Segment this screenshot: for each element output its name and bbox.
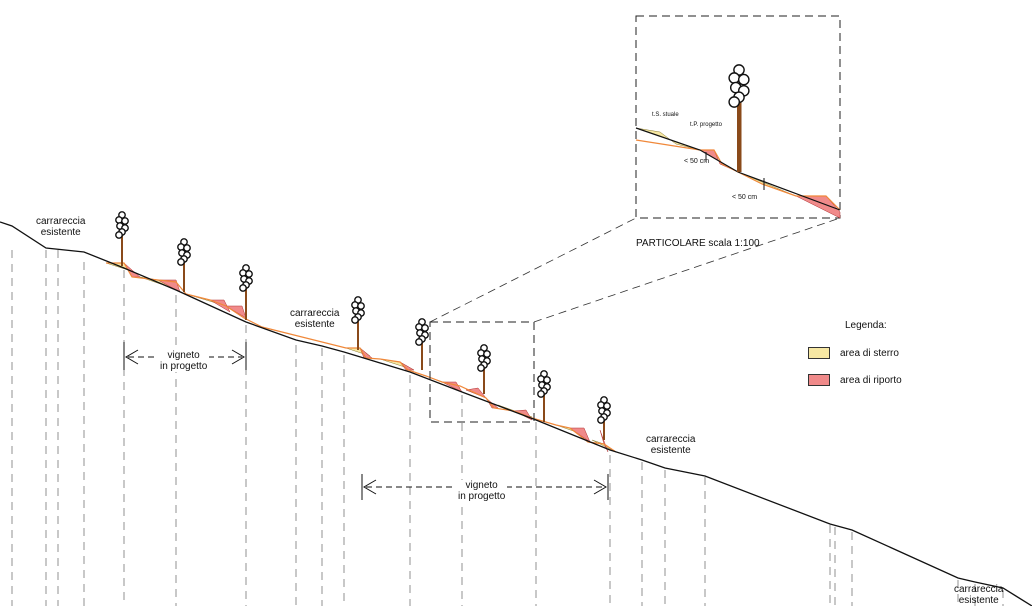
- vine-plant-6: [477, 344, 491, 394]
- dimension-vigneto-2: [361, 474, 609, 500]
- legend-title: Legenda:: [845, 320, 887, 331]
- vine-plant-9: [728, 64, 750, 172]
- vine-plant-2: [177, 238, 191, 292]
- vine-plant-5: [415, 318, 429, 370]
- legend-label-sterro: area di sterro: [840, 347, 899, 359]
- detail-frame-small: [429, 321, 535, 423]
- vertical-reference-lines: [11, 250, 1004, 606]
- vine-plant-4: [351, 296, 365, 350]
- legend-swatch-riporto: [808, 374, 830, 386]
- detail-label-terrain: t.S. stuale: [652, 112, 679, 118]
- legend-item-sterro: area di sterro: [808, 347, 899, 359]
- terrain-line: [0, 221, 1032, 607]
- vine-plant-1: [115, 211, 129, 266]
- legend-item-riporto: area di riporto: [808, 374, 902, 386]
- vine-plant-8: [597, 396, 611, 440]
- vine-plant-3: [239, 264, 253, 320]
- legend-swatch-sterro: [808, 347, 830, 359]
- detail-label-project: t.P. progetto: [690, 122, 722, 128]
- detail-leader-lines: [429, 217, 841, 323]
- detail-dim-1: < 50 cm: [684, 158, 710, 165]
- legend-label-riporto: area di riporto: [840, 374, 902, 386]
- vine-plant-7: [537, 370, 551, 422]
- detail-dim-2: < 50 cm: [732, 194, 758, 201]
- detail-cut-fill: [635, 100, 841, 219]
- dimension-vigneto-1: [123, 342, 247, 370]
- vine-plants: [115, 64, 750, 440]
- detail-caption: PARTICOLARE scala 1:100: [636, 238, 760, 249]
- project-line: [106, 262, 617, 453]
